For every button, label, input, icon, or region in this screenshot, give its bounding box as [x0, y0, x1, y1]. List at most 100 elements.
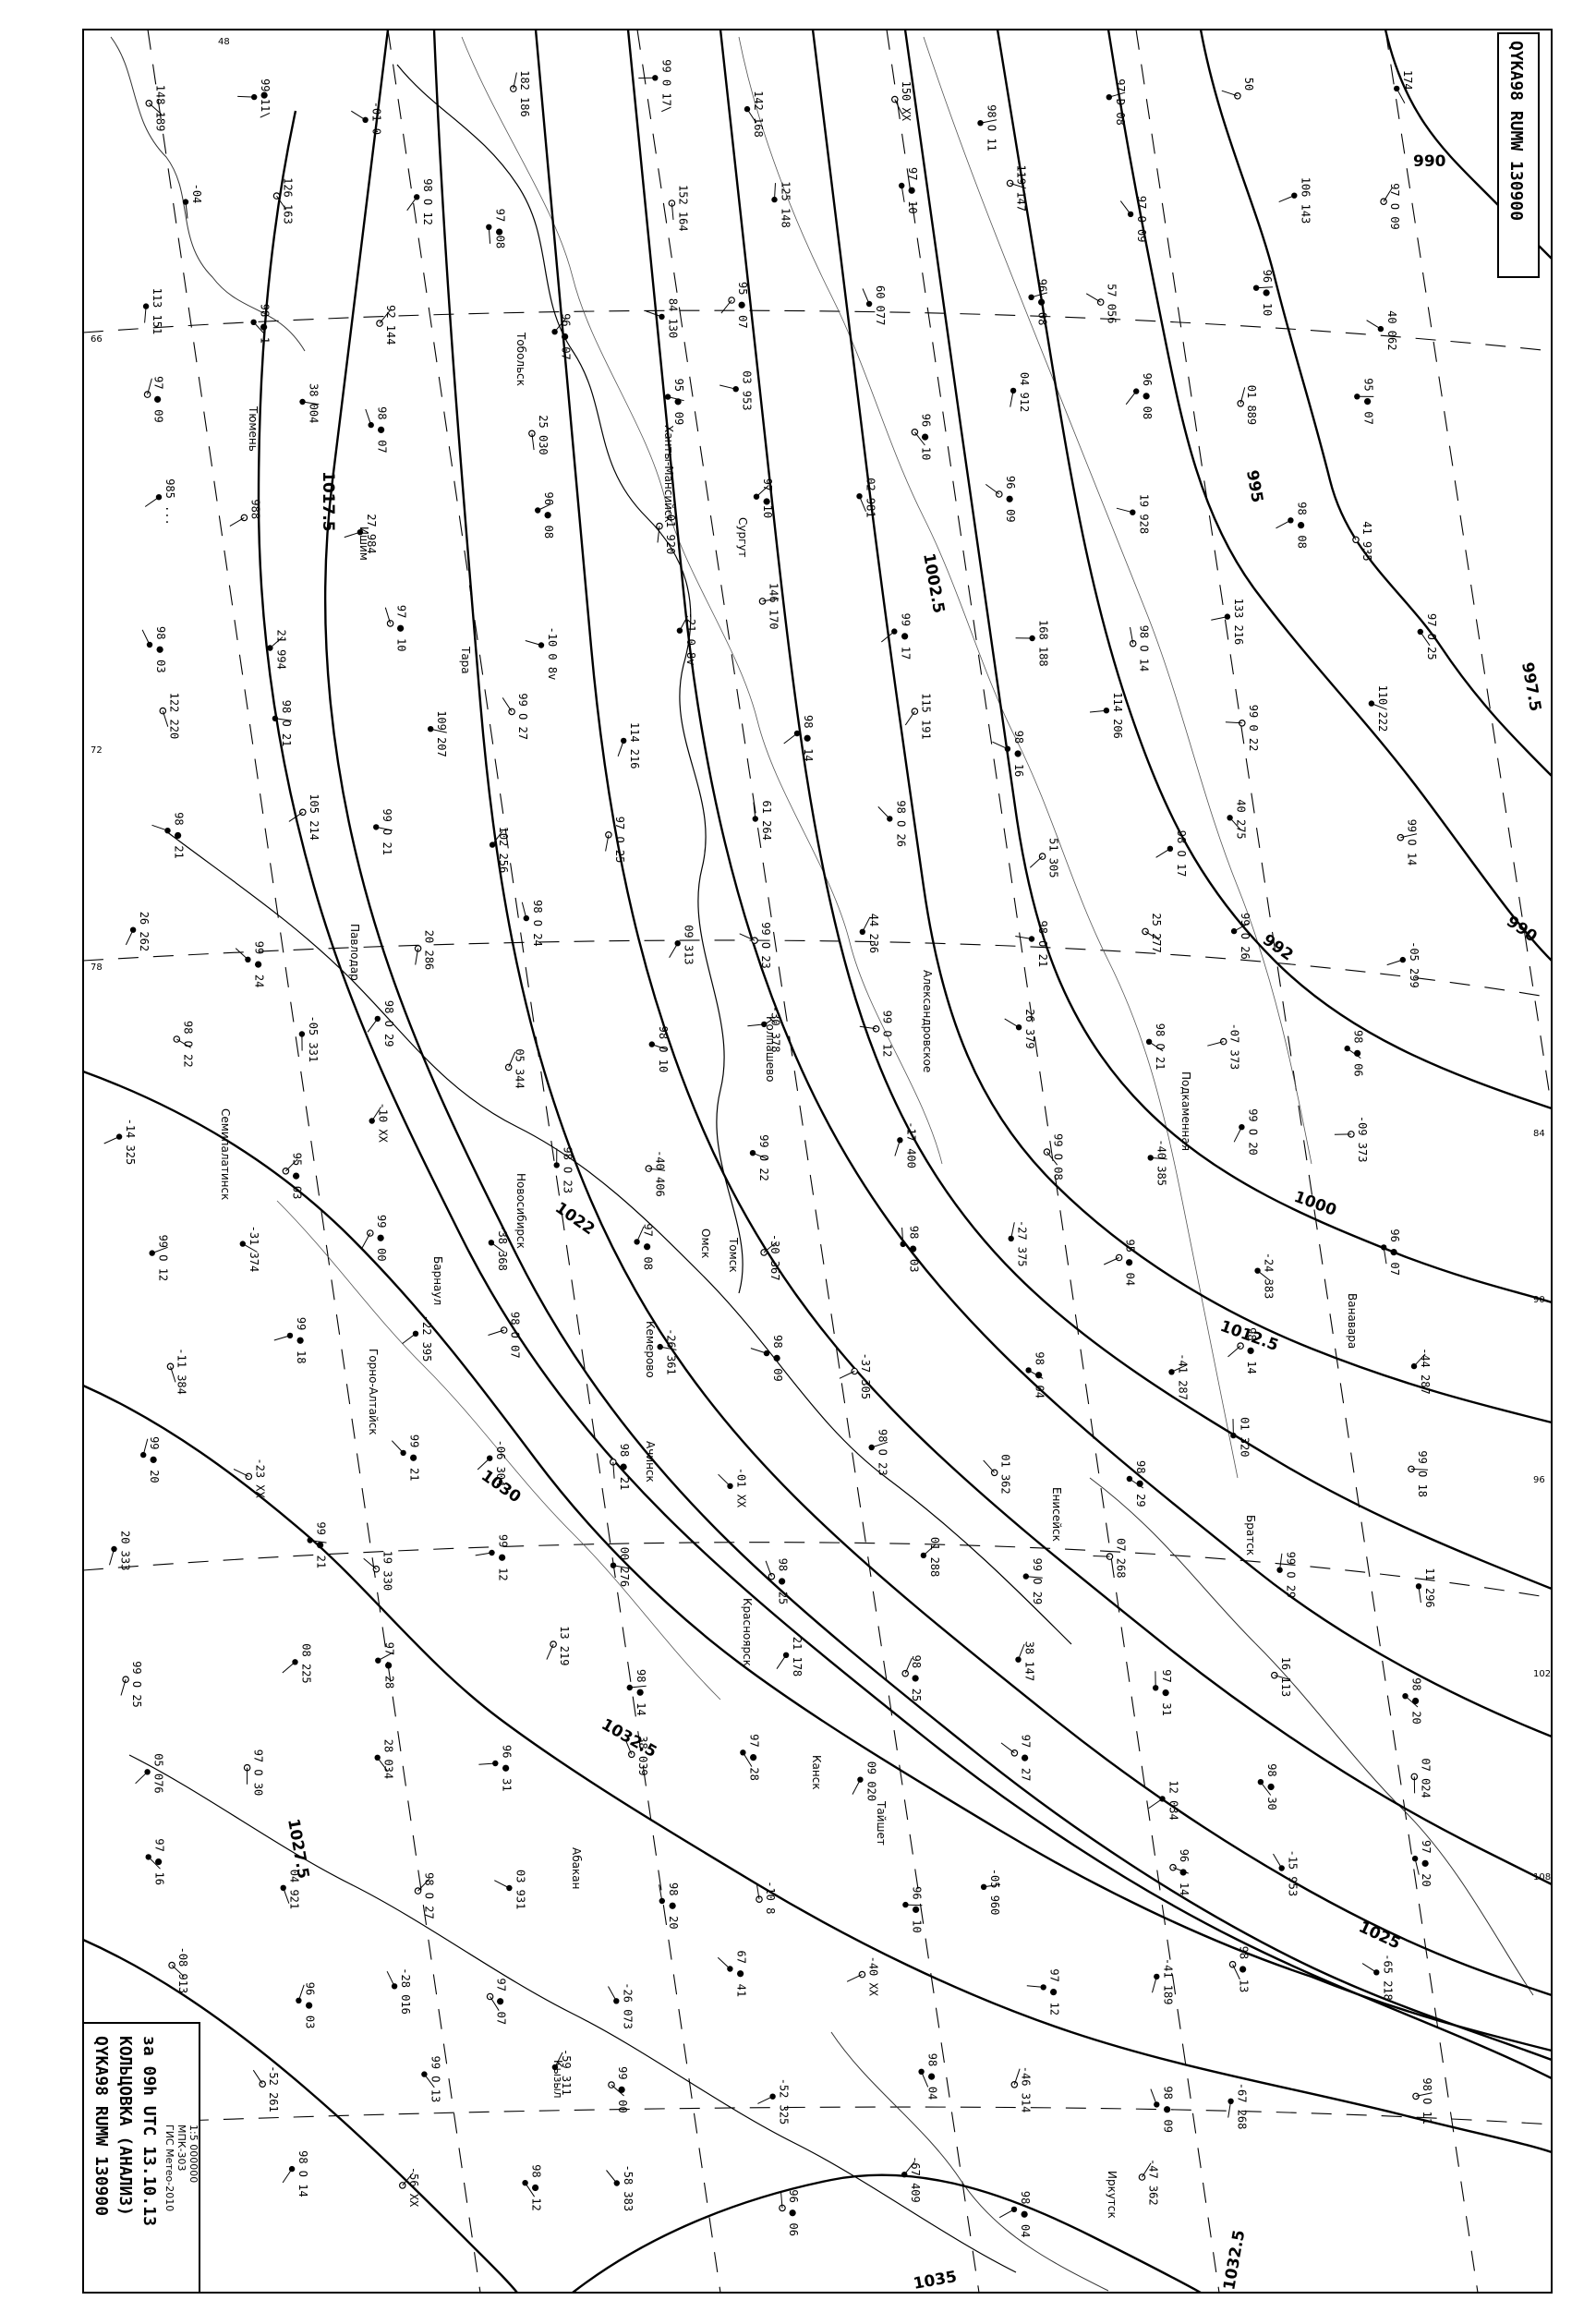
wind-barb [276, 195, 287, 211]
station-plot: 26 262 [125, 912, 151, 951]
station-value: 99 0 22 [1247, 705, 1260, 752]
wind-barb [490, 1241, 505, 1253]
wind-barb [1239, 387, 1246, 404]
station-plot: 98 O 22 [173, 1021, 194, 1068]
wind-barb [171, 1965, 185, 1978]
station-plot: -10 0 8v [525, 627, 559, 681]
station-value: 92 144 [384, 305, 397, 345]
wind-barb [763, 1241, 778, 1253]
isobar-label: 997.5 [1517, 660, 1544, 712]
station-value: -47 362 [1147, 2159, 1160, 2206]
station-value: 07 024 [1419, 1758, 1432, 1798]
station-value: -37 305 [859, 1353, 872, 1400]
station-plot: -23 XX [233, 1458, 266, 1499]
station-value: 98 ● 16 [1012, 731, 1025, 778]
wind-barb [719, 384, 736, 390]
station-plot: 01 362 [983, 1454, 1012, 1495]
city-label: Ванавара [1346, 1293, 1359, 1349]
wind-barb [862, 916, 871, 933]
wind-barb [659, 1884, 663, 1902]
station-value: 38 147 [1023, 1641, 1036, 1681]
wind-barb [871, 1441, 888, 1448]
station-plot: 125 148 [771, 181, 792, 228]
station-plot: 97 ● 31 [1153, 1669, 1173, 1716]
station-value: 106 143 [1299, 177, 1312, 224]
station-marker [763, 1350, 770, 1357]
station-plot: 97 ● 12 [1026, 1968, 1061, 2016]
isobar-label: 992 [1259, 931, 1297, 965]
station-plot: 25 277 [1142, 913, 1163, 953]
station-plot: 988 [229, 499, 261, 527]
station-plot: 99 ● 20 [140, 1436, 161, 1483]
wind-barb [147, 378, 152, 395]
station-value: -40 406 [653, 1150, 666, 1197]
station-plot: 50 [1221, 78, 1255, 100]
station-plot: 12 034 [1148, 1780, 1180, 1821]
station-value: 26 262 [138, 912, 151, 951]
station-plot: 99 ● 17 [880, 613, 912, 660]
wind-barb [612, 1461, 615, 1479]
wind-barb [1227, 1345, 1241, 1358]
station-plot: 98 ● 09 [750, 1335, 784, 1382]
station-plot: 98 ● 03 [141, 626, 167, 673]
station-plot: 97 ● 16 [145, 1838, 166, 1885]
station-value: 150 XX [900, 81, 913, 122]
station-plot: -09 373 [1334, 1116, 1369, 1162]
station-plot: 99 O 21 [373, 808, 393, 855]
city-label: Иркутск [1106, 2171, 1118, 2219]
wind-barb [135, 1771, 148, 1785]
wind-barb [242, 1243, 258, 1253]
station-plot: 00 276 [610, 1547, 631, 1587]
station-plot: 11 296 [1415, 1568, 1436, 1608]
wind-barb [288, 811, 304, 822]
station-plot: 99 O 27 [502, 693, 529, 740]
station-value: -40 XX [866, 1956, 879, 1997]
station-plot: 98 ● 30 [1257, 1763, 1278, 1810]
wind-barb [651, 1044, 668, 1050]
station-plot: -30 367 [760, 1234, 781, 1280]
wind-barb [377, 1757, 388, 1772]
city-label: Барнаул [431, 1256, 444, 1305]
station-value: 115 191 [919, 693, 932, 740]
station-marker [1227, 2098, 1234, 2104]
wind-barb [985, 483, 1000, 495]
station-value: 26 379 [1023, 1009, 1036, 1048]
station-plot: 40 062 [1366, 310, 1398, 350]
station-value: 02 981 [864, 478, 877, 517]
map-frame [82, 29, 1553, 2294]
station-value: -17 400 [904, 1121, 917, 1168]
station-value: 97 ● 27 [1019, 1735, 1032, 1782]
station-plot: 98 ● 04 [1025, 1351, 1046, 1398]
station-plot: 99 O 25 [120, 1661, 143, 1708]
wind-barb [285, 1158, 298, 1172]
wind-barb [1018, 1643, 1025, 1660]
wind-barb [546, 1643, 554, 1660]
station-plot: 97 ●08 [486, 209, 506, 248]
station-marker [1288, 517, 1294, 524]
station-plot: 98 O 29 [367, 1000, 395, 1047]
wind-barb [839, 1371, 855, 1379]
station-value: -10 0 8v [546, 627, 559, 681]
station-plot: -27 375 [1008, 1220, 1029, 1266]
station-plot: 97 ● 27 [1000, 1735, 1032, 1782]
station-plot: -01 XX [718, 1468, 748, 1508]
wind-barb [1273, 1853, 1283, 1869]
wind-barb [846, 1974, 863, 1982]
station-marker [1377, 325, 1384, 333]
station-marker [1015, 1024, 1022, 1031]
station-plot: -15 953 [1273, 1850, 1300, 1897]
station-plot: 99 O 12 [859, 1011, 894, 1057]
station-value: 16 113 [1279, 1657, 1292, 1697]
station-plot: 20 286 [414, 930, 436, 970]
station-value: 04 921 [288, 1870, 301, 1909]
station-value: -15 953 [1287, 1850, 1300, 1897]
station-plot: 92 144 [376, 305, 397, 345]
wind-barb [1347, 525, 1357, 540]
station-plot: 20 333 [109, 1531, 132, 1570]
station-plot: -52 261 [252, 2065, 280, 2112]
station-marker [504, 1063, 513, 1071]
station-plot: 97 O 09 [1380, 183, 1401, 230]
station-value: 01 320 [1238, 1417, 1251, 1457]
city-label: Абакан [570, 1847, 583, 1889]
wind-barb [998, 2209, 1015, 2219]
